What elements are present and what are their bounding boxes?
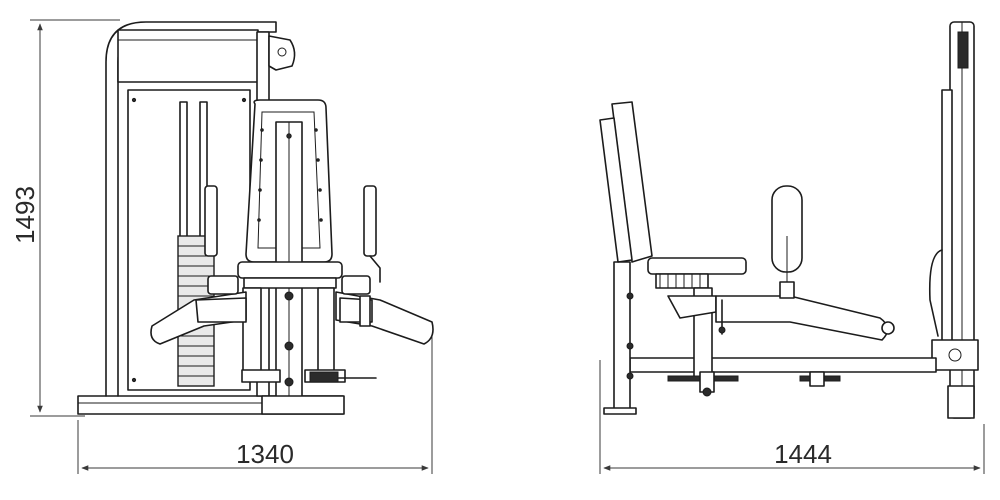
front-view-machine — [77, 21, 434, 415]
side-width-dimension: 1444 — [599, 360, 985, 474]
front-width-dimension: 1340 — [77, 330, 433, 474]
side-width-label: 1444 — [774, 439, 832, 469]
side-view-machine — [599, 21, 979, 419]
height-label: 1493 — [10, 186, 40, 244]
height-dimension: 1493 — [10, 19, 120, 417]
front-width-label: 1340 — [236, 439, 294, 469]
